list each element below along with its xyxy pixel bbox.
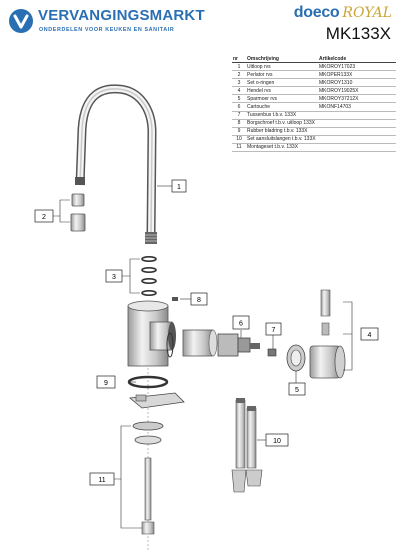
part-cartridge [166, 329, 260, 358]
part-number-cell: 2 [232, 70, 246, 80]
callout-11: 11 [89, 472, 115, 486]
callout-6: 6 [232, 315, 250, 330]
part-handle [309, 289, 346, 379]
part-description-cell: Hendel rvs [246, 86, 318, 96]
article-code-cell [318, 143, 396, 153]
brand-name: VERVANGINGSMARKT [38, 7, 205, 24]
maker-name: doeco [293, 4, 340, 21]
part-set-screw [172, 297, 178, 301]
callout-2: 2 [34, 209, 54, 223]
part-number-cell: 6 [232, 102, 246, 112]
article-code-cell: MKOPER133X [318, 70, 396, 80]
part-description-cell: Set o-ringen [246, 78, 318, 88]
callout-boxes: 1 2 3 4 5 6 7 8 [34, 179, 379, 486]
part-description-cell: Uitloop rvs [246, 62, 318, 72]
callout-label: 11 [98, 477, 105, 484]
callout-label: 9 [104, 380, 108, 387]
callout-5: 5 [288, 382, 306, 396]
part-number-cell: 5 [232, 94, 246, 104]
part-description-cell: Cartouche [246, 102, 318, 112]
part-number-cell: 9 [232, 127, 246, 136]
callout-10: 10 [265, 433, 289, 447]
part-description-cell: Sparmoer rvs [246, 94, 318, 104]
part-number-cell: 1 [232, 62, 246, 72]
part-faucet-body [127, 300, 176, 550]
part-mounting-plate [129, 392, 185, 409]
part-description-cell: Rubber bladring t.b.v. 133X [246, 127, 318, 136]
part-description-cell: Perlator rvs [246, 70, 318, 80]
part-spout [75, 84, 157, 244]
callout-label: 6 [239, 321, 243, 328]
part-o-rings [141, 255, 157, 296]
header-nr: nr [232, 55, 246, 63]
callout-7: 7 [265, 322, 282, 336]
callout-label: 8 [197, 297, 201, 304]
part-number-cell: 11 [232, 143, 246, 153]
part-number-cell: 7 [232, 111, 246, 120]
part-description-cell: Borgschroef t.b.v. uitloop 133X [246, 119, 318, 128]
part-connection-hoses [231, 398, 263, 493]
part-bushing [267, 348, 277, 357]
part-nut [286, 344, 306, 372]
article-code-cell: MKOROY17023 [318, 62, 396, 72]
parts-table-header: nr Omschrijving Artikelcode [232, 55, 396, 63]
part-number-cell: 8 [232, 119, 246, 128]
callout-4: 4 [360, 327, 379, 341]
article-code-cell [318, 135, 396, 144]
part-mounting-set [132, 421, 164, 535]
article-code-cell: MKONF14703 [318, 102, 396, 112]
part-number-cell: 10 [232, 135, 246, 144]
callout-8: 8 [190, 292, 208, 306]
article-code-cell: MKOROY1310 [318, 78, 396, 88]
callout-label: 3 [112, 274, 116, 281]
callout-9: 9 [96, 375, 116, 389]
part-number-cell: 4 [232, 86, 246, 96]
callout-label: 10 [273, 438, 281, 445]
callout-leaders [53, 185, 353, 529]
callout-label: 5 [295, 387, 299, 394]
header-description: Omschrijving [246, 55, 318, 63]
part-description-cell: Tussenbus t.b.v. 133X [246, 111, 318, 120]
callout-label: 4 [368, 332, 372, 339]
brand-subtitle: ONDERDELEN VOOR KEUKEN EN SANITAIR [39, 27, 175, 33]
article-code-cell: MKOROY37212X [318, 94, 396, 104]
article-code-cell: MKOROY19025X [318, 86, 396, 96]
maker-series: ROYAL [342, 5, 392, 21]
brand-header: VERVANGINGSMARKT ONDERDELEN VOOR KEUKEN … [8, 6, 205, 40]
callout-1: 1 [171, 179, 187, 193]
brand-logo-icon [9, 9, 33, 33]
part-description-cell: Montageset t.b.v. 133X [246, 143, 318, 153]
part-description-cell: Set aansluitslangen t.b.v. 133X [246, 135, 318, 144]
part-number-cell: 3 [232, 78, 246, 88]
model-number: MK133X [325, 24, 391, 43]
callout-label: 1 [177, 184, 181, 191]
part-aerator [70, 193, 86, 232]
callout-label: 7 [272, 327, 276, 334]
article-code-cell [318, 127, 396, 136]
callout-label: 2 [42, 214, 46, 221]
article-code-cell [318, 119, 396, 128]
header-code: Artikelcode [318, 55, 396, 63]
callout-3: 3 [105, 269, 123, 283]
article-code-cell [318, 111, 396, 120]
